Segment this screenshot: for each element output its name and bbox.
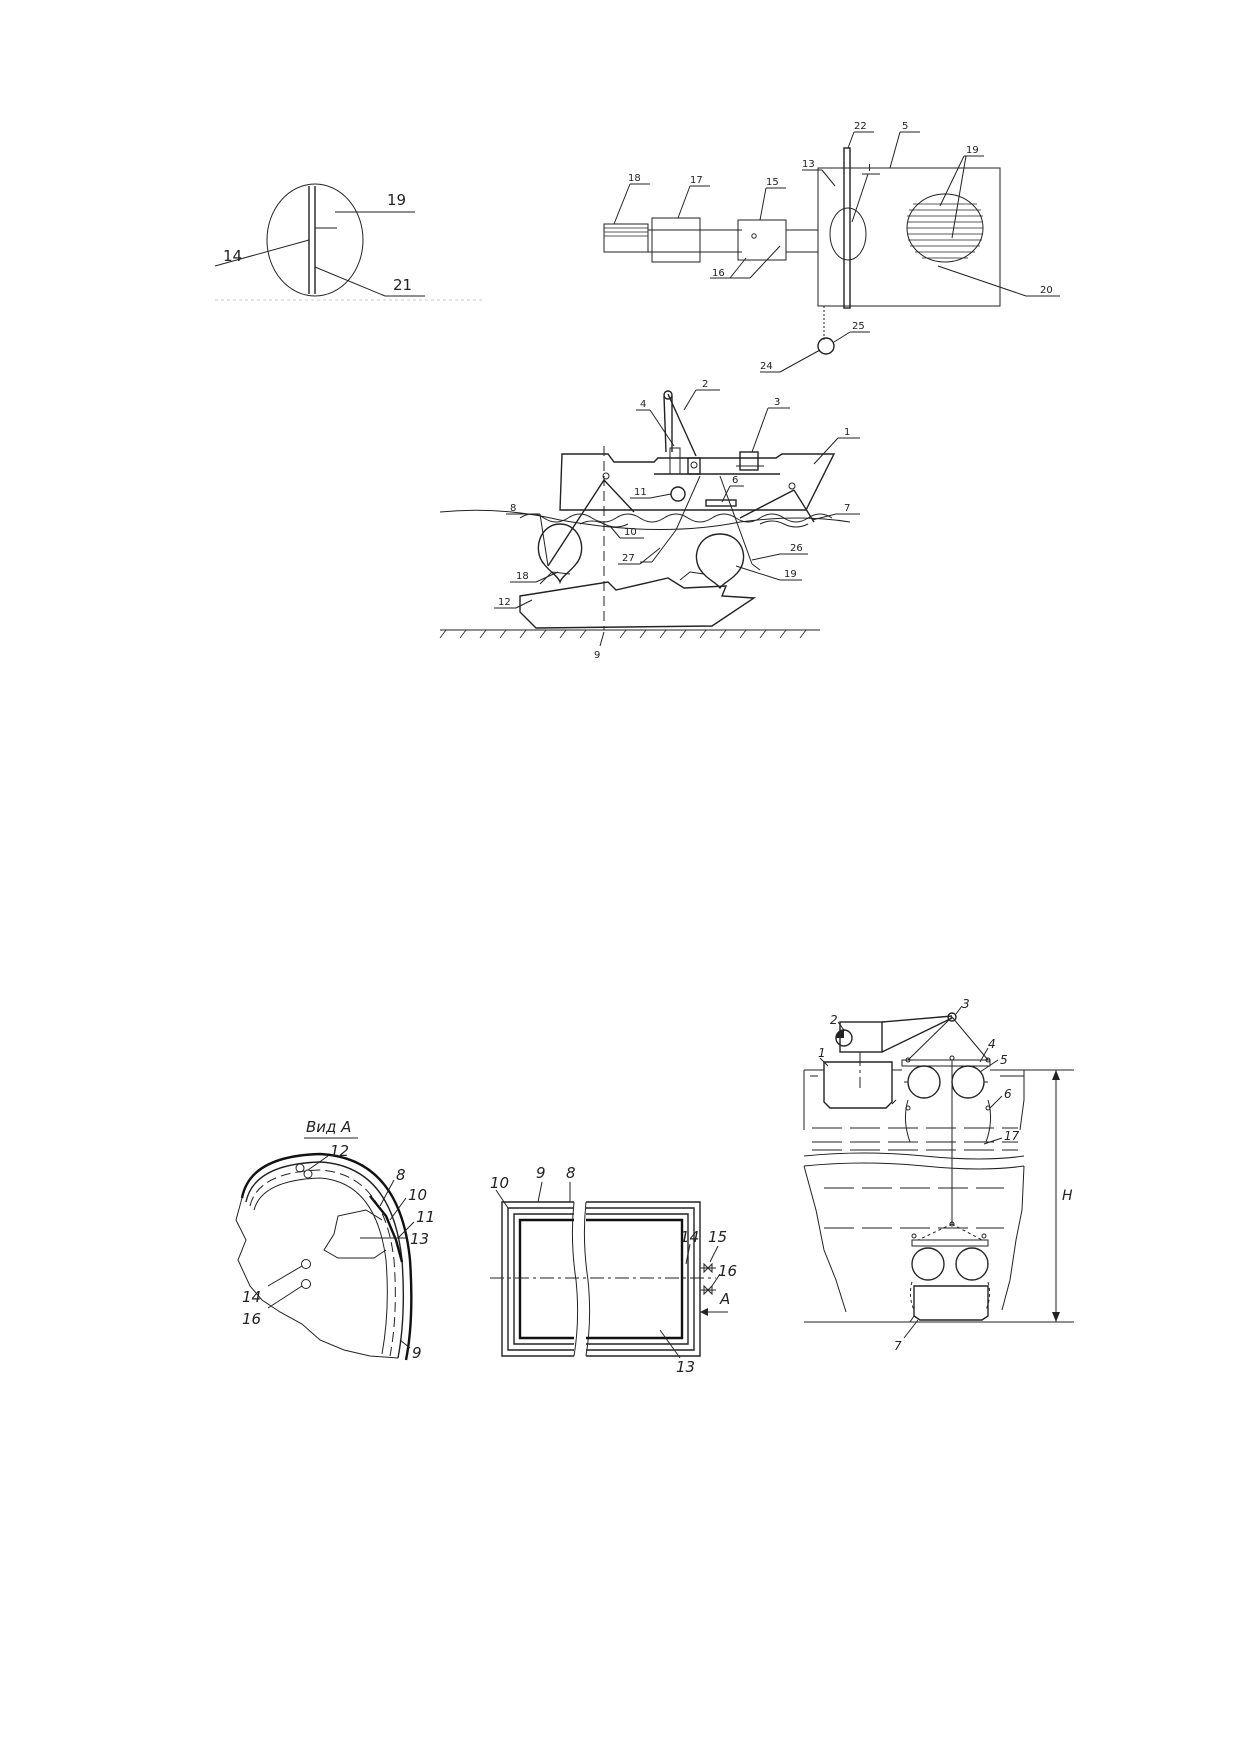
block-11 xyxy=(670,486,686,502)
depth-scheme-drawing: 1 2 3 4 5 6 17 H 7 xyxy=(803,997,1074,1353)
block-17 xyxy=(651,217,701,263)
depth-label-6: 6 xyxy=(1004,1087,1012,1101)
vessel-label-8: 8 xyxy=(510,503,516,514)
barge-1 xyxy=(823,1061,893,1109)
depth-label-2: 2 xyxy=(830,1013,838,1027)
plan-label-17: 17 xyxy=(690,175,703,186)
valve-16 xyxy=(700,1284,716,1296)
view-a-label-16: 16 xyxy=(242,1310,261,1328)
vessel-label-2: 2 xyxy=(702,379,708,390)
ground-hatching xyxy=(439,629,807,639)
plan-label-I: I xyxy=(868,163,871,174)
rail-22 xyxy=(843,147,851,309)
vessel-label-26: 26 xyxy=(790,543,803,554)
sunken-object-7 xyxy=(913,1285,989,1321)
water-surface xyxy=(519,513,833,523)
depth-label-5: 5 xyxy=(1000,1053,1008,1067)
pontoon-19 xyxy=(695,533,745,590)
detail-label-14: 14 xyxy=(223,247,242,265)
frame-label-A: A xyxy=(719,1290,730,1308)
frame-label-14: 14 xyxy=(680,1228,699,1246)
plan-label-24: 24 xyxy=(760,361,773,372)
vessel-label-10: 10 xyxy=(624,527,637,538)
figure-view-a: Вид А 12 8 10 11 13 14 16 9 xyxy=(210,1110,460,1370)
view-a-label-14: 14 xyxy=(242,1288,261,1306)
view-a-label-11: 11 xyxy=(416,1208,435,1226)
plan-label-25: 25 xyxy=(852,321,865,332)
frame-label-16: 16 xyxy=(718,1262,737,1280)
depth-label-4: 4 xyxy=(988,1037,996,1051)
vessel-hull xyxy=(559,453,836,511)
pontoon-18 xyxy=(537,523,583,585)
view-a-label-10: 10 xyxy=(408,1186,427,1204)
pontoon-4 xyxy=(907,1065,941,1099)
plan-label-22: 22 xyxy=(854,121,867,132)
frame-label-8: 8 xyxy=(566,1164,576,1182)
pipe-hatching xyxy=(604,227,648,237)
depth-label-17: 17 xyxy=(1004,1129,1020,1143)
vessel-label-27: 27 xyxy=(622,553,635,564)
figure-frame: 9 8 10 14 15 16 A 13 xyxy=(490,1160,740,1390)
vessel-label-11: 11 xyxy=(634,487,647,498)
detail-label-21: 21 xyxy=(393,276,412,294)
depth-label-1: 1 xyxy=(818,1046,826,1060)
figure-detail-circle: 14 19 21 xyxy=(214,182,505,312)
plan-sheet-drawing: 18 17 15 16 13 22 5 I 19 20 25 24 xyxy=(603,121,1060,373)
sheet-panel xyxy=(817,167,1001,307)
vessel-label-3: 3 xyxy=(774,397,780,408)
plan-label-15: 15 xyxy=(766,177,779,188)
figure-plan-sheet: 18 17 15 16 13 22 5 I 19 20 25 24 xyxy=(590,118,1100,388)
view-a-title: Вид А xyxy=(306,1118,351,1136)
platform-6 xyxy=(705,499,737,507)
buoy-25 xyxy=(817,337,835,355)
sunken-object-12 xyxy=(519,577,757,629)
block-15 xyxy=(737,219,787,261)
view-a-drawing: Вид А 12 8 10 11 13 14 16 9 xyxy=(235,1118,435,1362)
vessel-label-1: 1 xyxy=(844,427,850,438)
view-a-label-8: 8 xyxy=(396,1166,406,1184)
vessel-label-7: 7 xyxy=(844,503,850,514)
plan-label-19: 19 xyxy=(966,145,979,156)
frame-label-9: 9 xyxy=(536,1164,546,1182)
crane-house xyxy=(669,447,681,475)
vessel-label-12: 12 xyxy=(498,597,511,608)
figure-depth-scheme: 1 2 3 4 5 6 17 H 7 xyxy=(784,997,1114,1370)
hole-14 xyxy=(301,1259,311,1269)
cutaway-13 xyxy=(323,1209,387,1259)
vessel-label-6: 6 xyxy=(732,475,738,486)
figure-vessel: 2 3 4 1 11 6 8 7 10 27 26 18 19 12 9 xyxy=(439,379,880,716)
plan-label-16: 16 xyxy=(712,268,725,279)
detail-label-19: 19 xyxy=(387,191,406,209)
vessel-label-9: 9 xyxy=(594,650,600,661)
view-a-label-13: 13 xyxy=(410,1230,429,1248)
plan-label-13: 13 xyxy=(802,159,815,170)
frame-drawing: 9 8 10 14 15 16 A 13 xyxy=(490,1164,737,1376)
plan-label-18: 18 xyxy=(628,173,641,184)
plan-label-20: 20 xyxy=(1040,285,1053,296)
detail-circle-drawing: 14 19 21 xyxy=(214,183,485,301)
valve-15 xyxy=(700,1262,716,1274)
frame-label-13: 13 xyxy=(676,1358,695,1376)
view-a-label-9: 9 xyxy=(412,1344,422,1362)
hole-16 xyxy=(301,1279,311,1289)
depth-label-H: H xyxy=(1062,1188,1073,1204)
vessel-label-19: 19 xyxy=(784,569,797,580)
vessel-label-4: 4 xyxy=(640,399,646,410)
winch-3 xyxy=(739,451,759,471)
pontoon-5 xyxy=(951,1065,985,1099)
vessel-label-18: 18 xyxy=(516,571,529,582)
vessel-drawing: 2 3 4 1 11 6 8 7 10 27 26 18 19 12 9 xyxy=(439,379,860,661)
depth-label-7: 7 xyxy=(894,1339,902,1353)
view-a-label-12: 12 xyxy=(330,1142,349,1160)
crane-housing xyxy=(839,1021,883,1053)
opening-hatching xyxy=(907,203,983,259)
frame-label-10: 10 xyxy=(490,1174,509,1192)
plan-label-5: 5 xyxy=(902,121,908,132)
depth-label-3: 3 xyxy=(962,997,970,1011)
frame-label-15: 15 xyxy=(708,1228,727,1246)
